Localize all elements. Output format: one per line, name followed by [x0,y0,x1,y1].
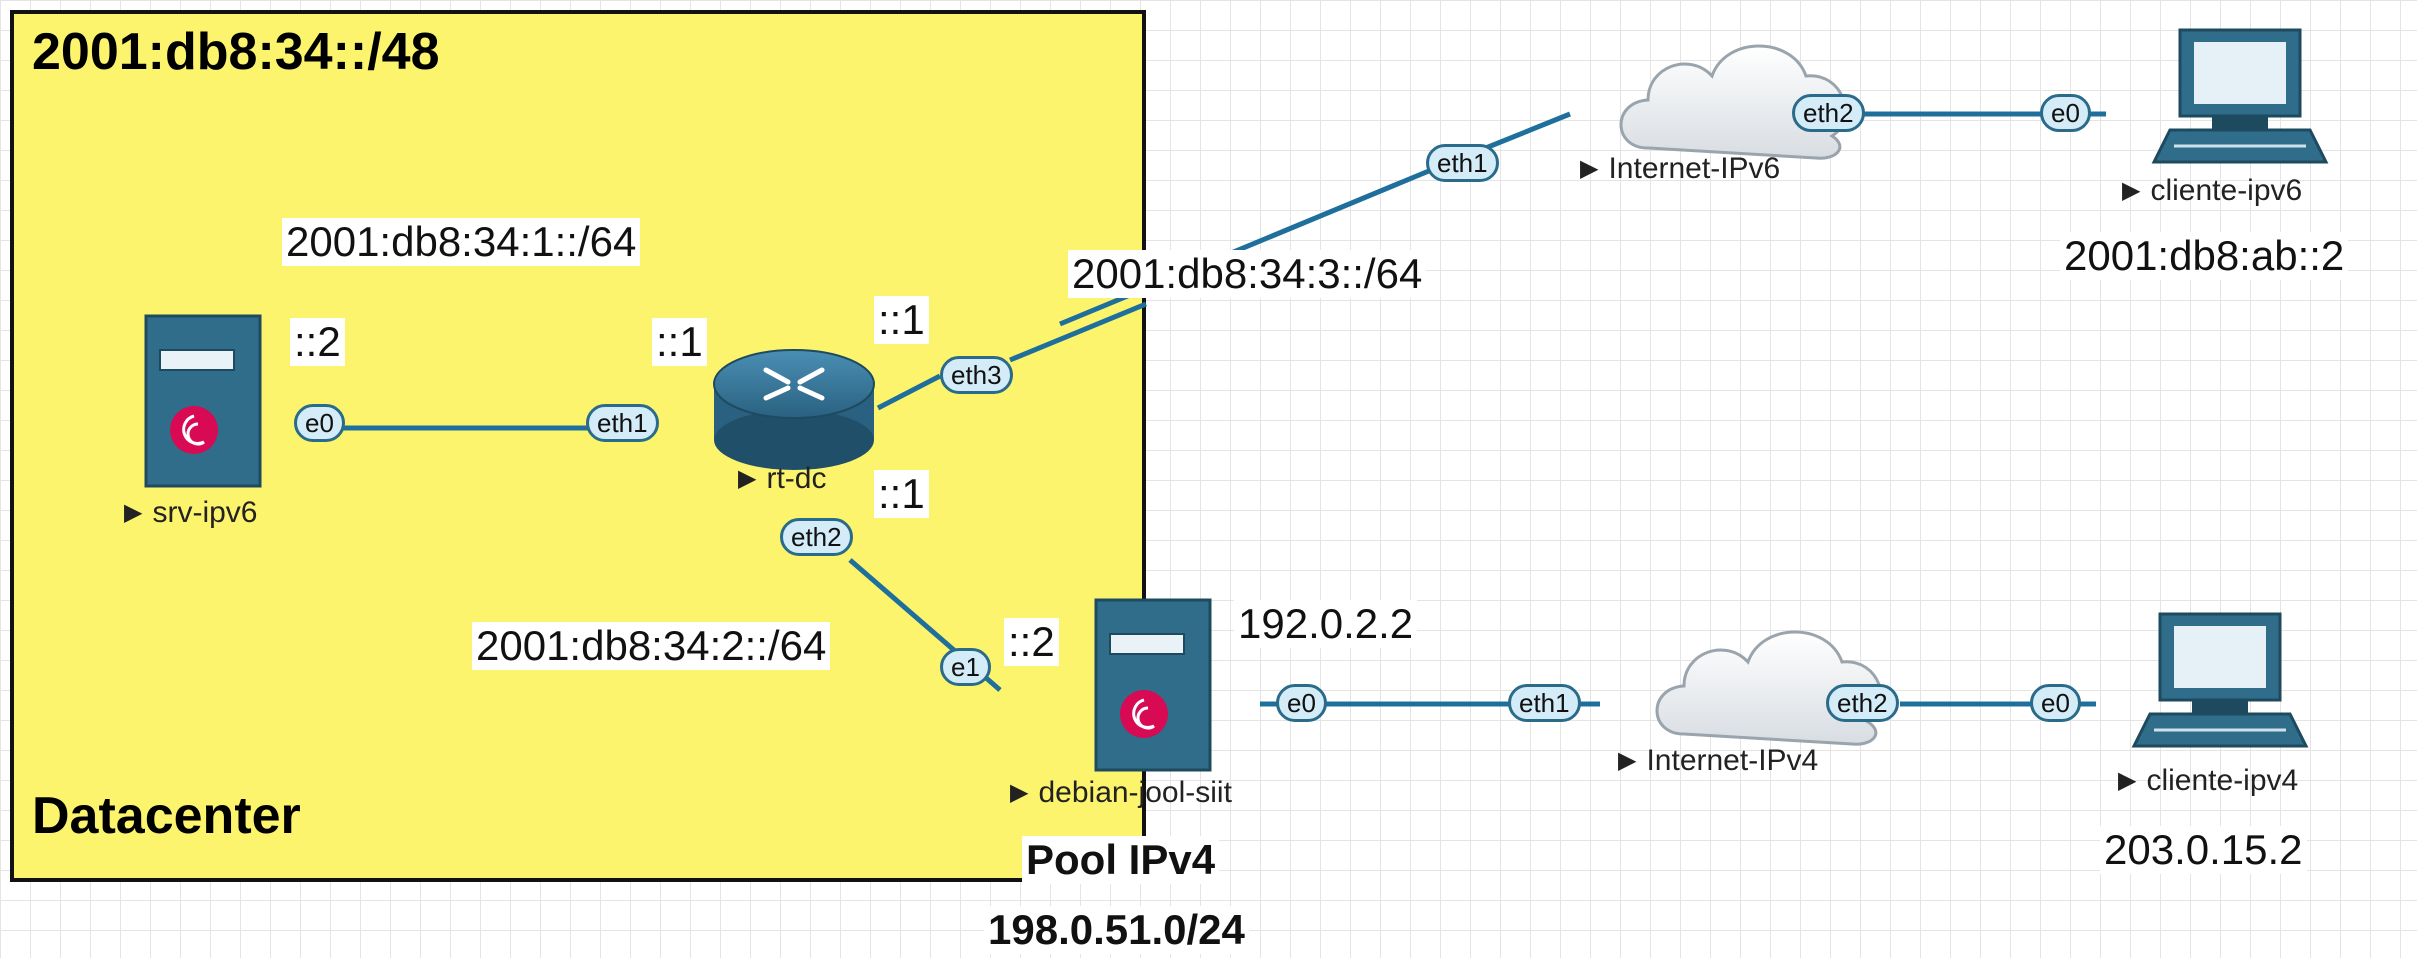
port-inet6-eth1[interactable]: eth1 [1426,144,1499,182]
port-inet4-eth2[interactable]: eth2 [1826,684,1899,722]
subnet-lan2-label: 2001:db8:34:2::/64 [472,622,831,671]
port-rt-eth1[interactable]: eth1 [586,404,659,442]
node-label-jool[interactable]: debian-jool-siit [1010,776,1231,810]
cliente-ipv4-address: 203.0.15.2 [2100,826,2307,875]
subnet-uplink-label: 2001:db8:34:3::/64 [1068,250,1427,299]
port-rt-eth2[interactable]: eth2 [780,518,853,556]
link-rtdc-eth3 [876,373,942,411]
cloud-icon[interactable] [1655,630,1883,746]
workstation-icon[interactable] [2151,28,2329,164]
server-icon[interactable] [1094,598,1212,772]
jool-ipv4-address: 192.0.2.2 [1234,600,1418,649]
rt-dc-eth2-address: ::1 [874,470,929,519]
pool-ipv4-title: Pool IPv4 [1022,836,1220,885]
subnet-lan1-label: 2001:db8:34:1::/64 [282,218,641,267]
port-inet4-eth1[interactable]: eth1 [1508,684,1581,722]
port-inet6-eth2[interactable]: eth2 [1792,94,1865,132]
pool-ipv4-prefix: 198.0.51.0/24 [984,906,1249,955]
jool-e1-address: ::2 [1004,618,1059,667]
port-rt-eth3[interactable]: eth3 [940,356,1013,394]
srv-ipv6-address: ::2 [290,318,345,367]
rt-dc-eth1-address: ::1 [652,318,707,367]
cliente-ipv6-address: 2001:db8:ab::2 [2060,232,2349,281]
router-icon[interactable] [713,349,875,470]
port-jool-e1[interactable]: e1 [940,648,991,686]
port-jool-e0[interactable]: e0 [1276,684,1327,722]
zone-footer-label: Datacenter [32,787,301,845]
node-label-srv-ipv6[interactable]: srv-ipv6 [124,496,257,530]
node-label-rt-dc[interactable]: rt-dc [738,462,826,496]
zone-prefix-title: 2001:db8:34::/48 [32,23,440,81]
node-label-cliente-ipv6[interactable]: cliente-ipv6 [2122,174,2302,208]
node-label-internet-ipv4[interactable]: Internet-IPv4 [1618,744,1818,778]
node-label-cliente-ipv4[interactable]: cliente-ipv4 [2118,764,2298,798]
port-cli4-e0[interactable]: e0 [2030,684,2081,722]
server-icon[interactable] [144,314,262,488]
rt-dc-eth3-address: ::1 [874,296,929,345]
cloud-icon[interactable] [1619,44,1847,160]
workstation-icon[interactable] [2131,612,2309,748]
link-edge-eth1 [1059,165,1437,327]
port-srv-e0[interactable]: e0 [294,404,345,442]
node-label-internet-ipv6[interactable]: Internet-IPv6 [1580,152,1780,186]
link-eth3-edge [1009,301,1147,363]
port-cli6-e0[interactable]: e0 [2040,94,2091,132]
